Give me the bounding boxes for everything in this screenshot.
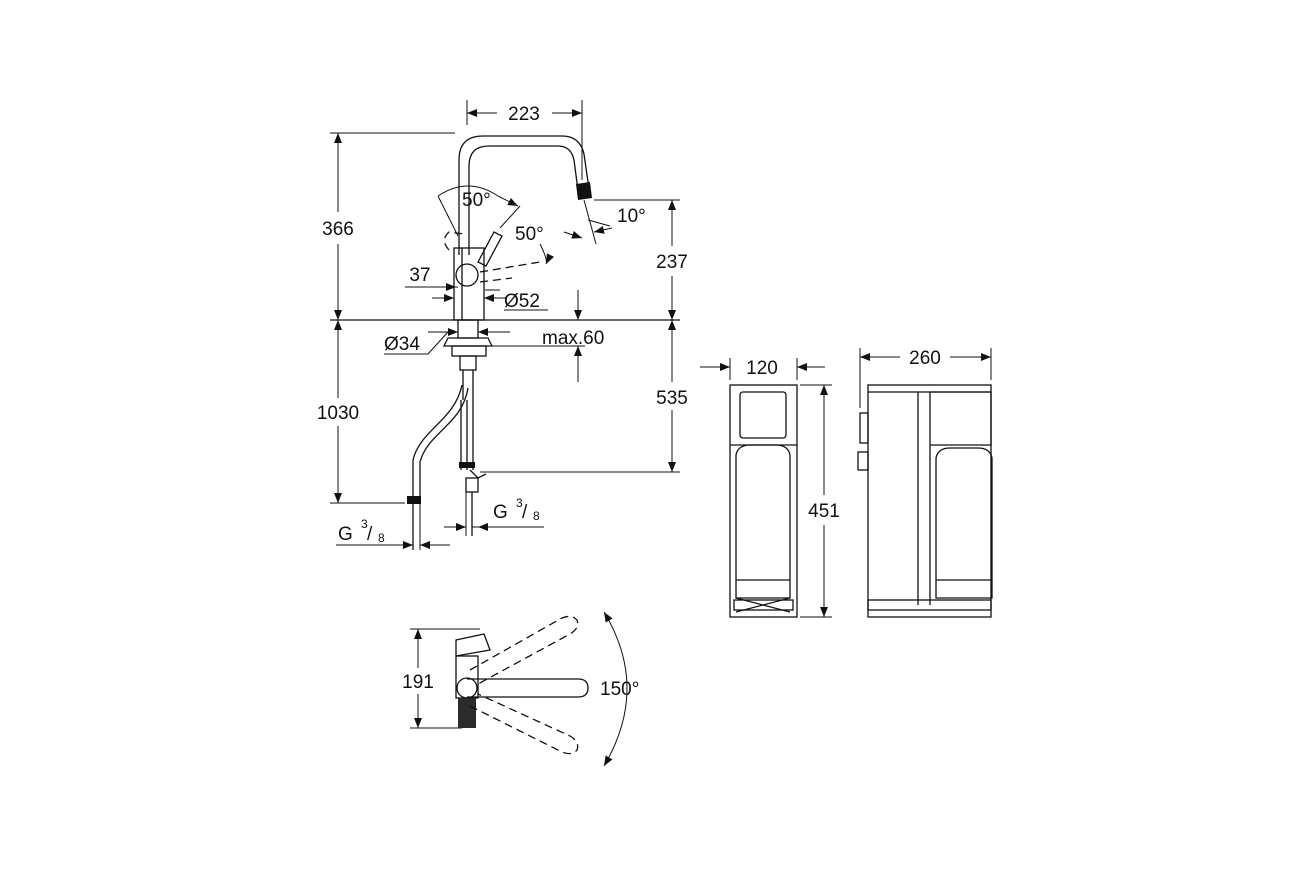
conn-left-slash: / [367,524,373,545]
conn-left-g: G [338,524,353,545]
dim-spout-outlet-height: 237 [656,252,688,273]
dim-below-deck: 535 [656,388,688,409]
dim-filter-depth: 260 [909,348,941,369]
lever [477,231,503,267]
filter-side-view [857,384,993,618]
dim-filter-width: 120 [746,358,778,379]
lever-pivot [455,263,479,287]
faucet-dimensions: 223 366 1030 237 535 max.60 Ø52 [317,100,688,550]
spout-outline [458,135,591,255]
faucet-side-view [330,135,680,550]
conn-left-num: 3 [361,517,368,531]
conn-right-slash: / [522,502,528,523]
conn-right-den: 8 [533,509,540,523]
dim-max-deck-thickness: max.60 [542,328,604,349]
dim-spout-reach: 223 [508,104,540,125]
dim-body-diameter: Ø52 [504,291,540,312]
dim-filter-height: 451 [808,501,840,522]
dim-lever-angle-side: 50° [515,224,544,245]
filter-front-dimensions: 120 451 [700,358,840,618]
conn-right-g: G [493,502,508,523]
top-view-dimensions: 191 150° [402,629,639,728]
dim-shank-diameter: Ø34 [384,334,420,355]
conn-right-num: 3 [516,496,523,510]
dim-spout-tilt: 10° [617,206,646,227]
lever-top [467,678,589,698]
dim-swivel-angle: 150° [600,679,639,700]
dim-lever-offset: 37 [409,265,430,286]
dim-top-view-depth: 191 [402,672,434,693]
dim-lever-angle-top: 50° [462,190,491,211]
conn-left-den: 8 [378,531,385,545]
filter-front-view [729,384,798,618]
faucet-top-view [410,611,628,767]
dim-total-height: 366 [322,219,354,240]
hose-left [412,384,463,498]
dim-hose-length-total: 1030 [317,403,359,424]
filter-side-dimensions: 260 [859,348,992,408]
